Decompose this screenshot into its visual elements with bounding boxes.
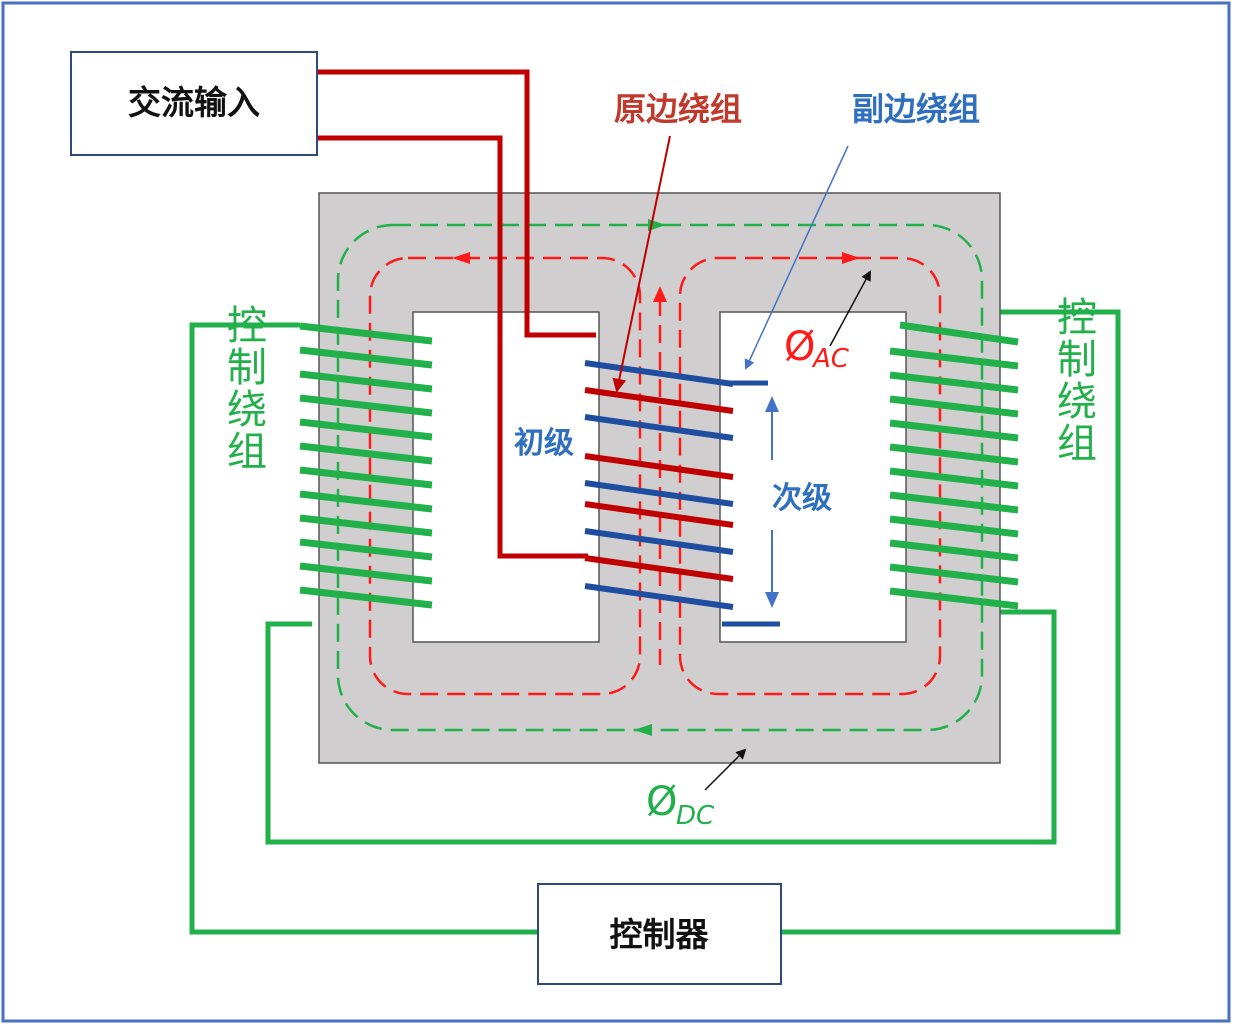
dc-flux-subscript: DC [676,801,715,831]
primary-winding-label: 原边绕组 [614,90,742,128]
ac-input-box [70,51,318,156]
controller-box [537,883,782,985]
left-control-winding [299,322,433,609]
control-winding-label-right: 控制绕组 [1050,296,1096,464]
secondary-label: 次级 [772,481,832,516]
ac-input-label: 交流输入 [128,83,260,122]
secondary-leads [722,380,780,627]
secondary-winding-label: 副边绕组 [852,90,980,128]
control-winding-label-left: 控制绕组 [220,304,266,472]
primary-label: 初级 [514,426,574,461]
center-windings [584,360,734,610]
dc-flux-label: Ø DC [646,779,715,831]
secondary-winding-pointer [744,145,849,370]
ac-flux-label: Ø AC [784,324,850,374]
ac-flux-path [368,256,942,696]
right-control-winding [889,321,1019,610]
dc-flux-symbol: Ø [646,779,677,825]
ac-input-leads [318,69,596,559]
dc-flux-pointer [704,748,747,791]
control-circuit-wires [189,309,1121,935]
ac-flux-pointer [829,270,871,347]
core-window-left [412,311,600,643]
controller-label: 控制器 [610,915,710,954]
primary-winding-pointer [612,135,671,393]
ac-flux-subscript: AC [811,344,850,374]
ac-flux-arrow-right [842,252,860,264]
ac-flux-arrow-center [653,286,667,302]
dc-flux-arrow-bottom [634,724,652,736]
ac-flux-arrow-left [452,252,470,264]
ac-flux-symbol: Ø [784,324,815,370]
